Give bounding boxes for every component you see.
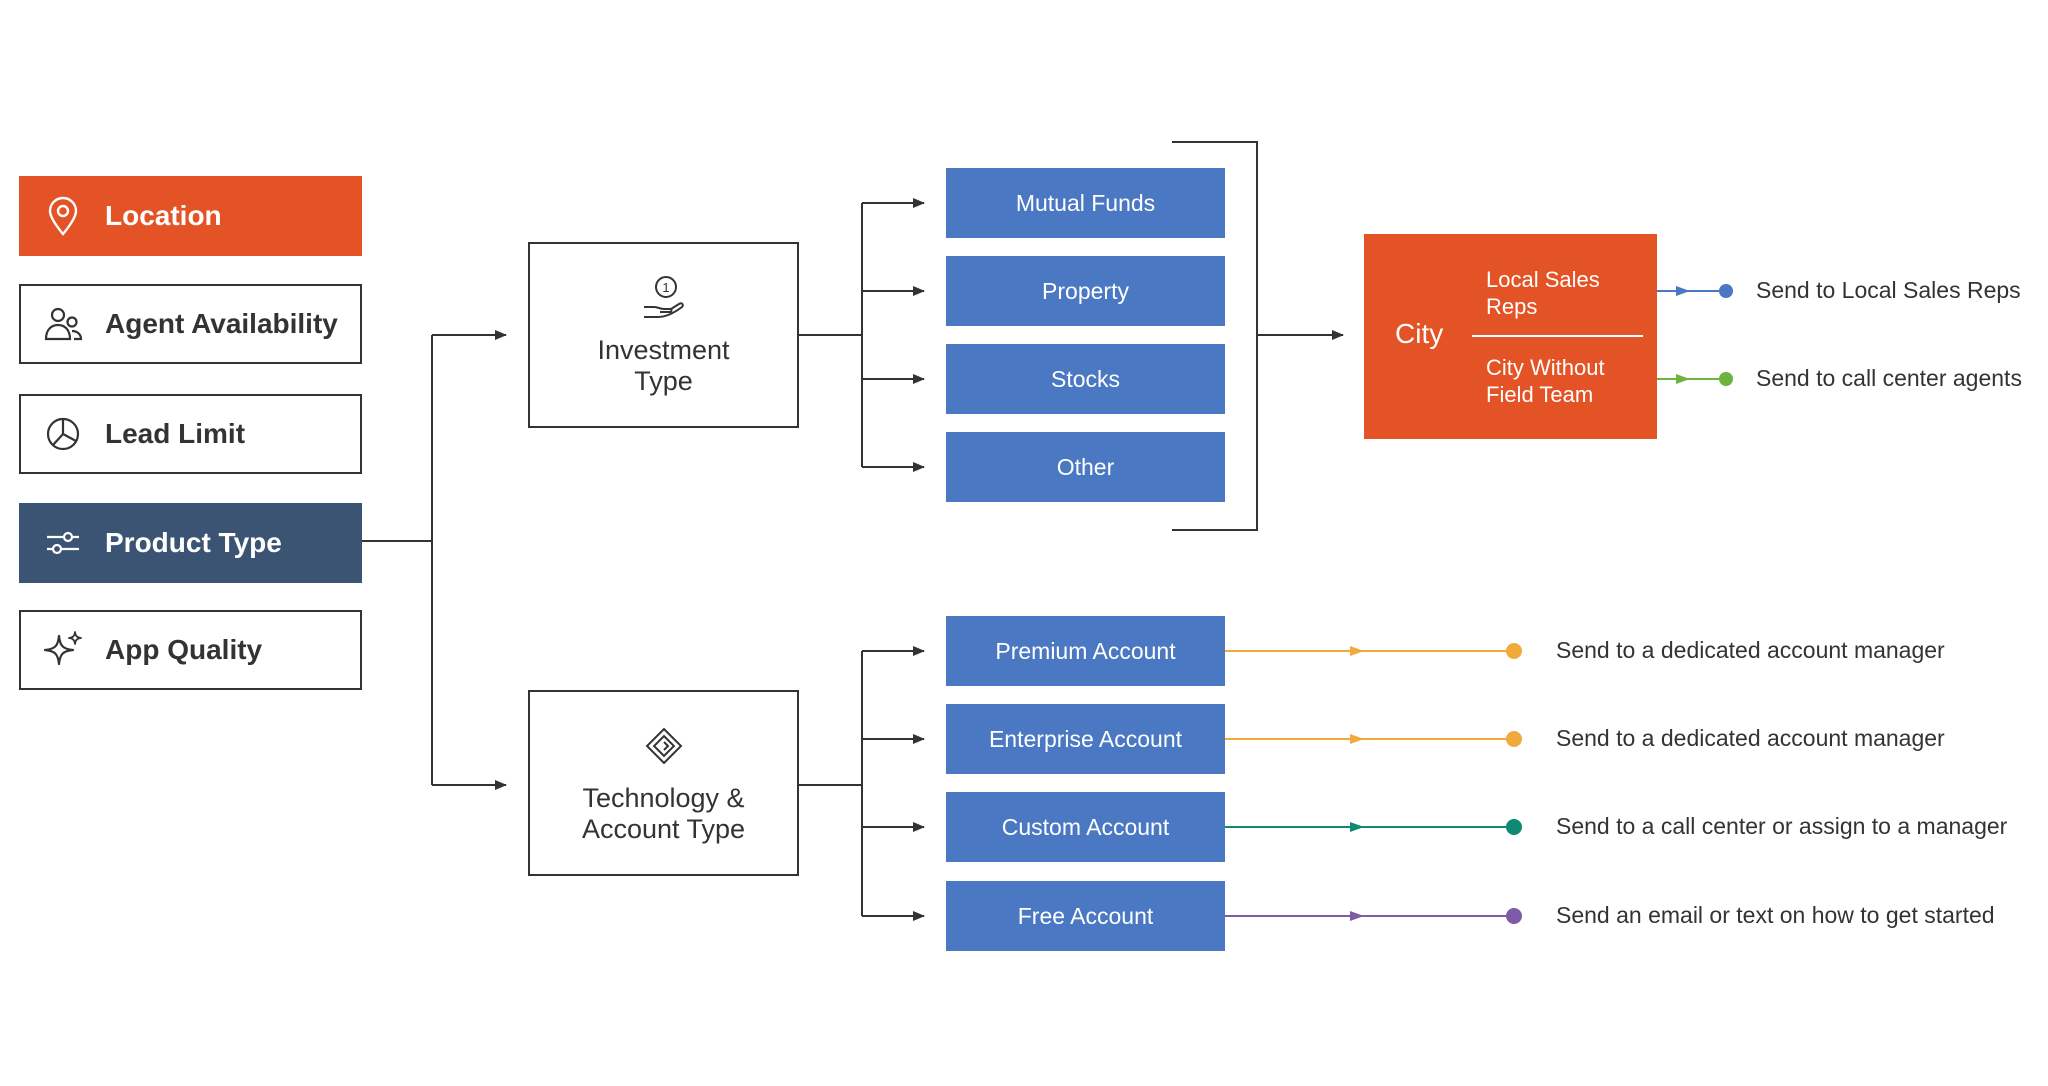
category-mutual-funds[interactable]: Mutual Funds	[946, 168, 1225, 238]
city-option-no-field-team: City Without Field Team	[1486, 355, 1605, 407]
outcome-premium: Send to a dedicated account manager	[1556, 637, 1945, 663]
coin-hand-icon: 1	[643, 276, 684, 318]
city-option-local-sales-reps: Local Sales Reps	[1486, 267, 1600, 319]
city-divider	[1472, 335, 1643, 337]
outcome-call-center-agents: Send to call center agents	[1756, 365, 2022, 391]
users-icon	[44, 307, 83, 341]
sparkle-icon	[43, 631, 82, 666]
criteria-app-quality[interactable]: App Quality	[19, 610, 362, 690]
category-stocks[interactable]: Stocks	[946, 344, 1225, 414]
criteria-product-type[interactable]: Product Type	[19, 503, 362, 583]
type-label: Investment Type	[597, 335, 730, 396]
svg-text:1: 1	[662, 280, 669, 295]
category-free-account[interactable]: Free Account	[946, 881, 1225, 951]
diamond-chip-icon	[645, 727, 682, 765]
criteria-label: Location	[105, 200, 222, 231]
city-box[interactable]: City Local Sales Reps City Without Field…	[1364, 234, 1657, 439]
outcome-enterprise: Send to a dedicated account manager	[1556, 725, 1945, 751]
category-other[interactable]: Other	[946, 432, 1225, 502]
outcome-custom: Send to a call center or assign to a man…	[1556, 813, 2008, 839]
criteria-location[interactable]: Location	[19, 176, 362, 256]
category-enterprise-account[interactable]: Enterprise Account	[946, 704, 1225, 774]
criteria-label: App Quality	[105, 634, 263, 665]
criteria-label: Agent Availability	[105, 308, 338, 339]
category-property[interactable]: Property	[946, 256, 1225, 326]
criteria-label: Lead Limit	[105, 418, 246, 449]
type-label: Technology & Account Type	[581, 783, 746, 844]
outcome-free: Send an email or text on how to get star…	[1556, 902, 1995, 928]
map-pin-icon	[48, 196, 78, 236]
investment-type-box[interactable]: 1 Investment Type	[528, 242, 799, 428]
sliders-icon	[47, 531, 79, 555]
pie-chart-icon	[46, 417, 80, 451]
technology-type-box[interactable]: Technology & Account Type	[528, 690, 799, 876]
criteria-agent-availability[interactable]: Agent Availability	[19, 284, 362, 364]
category-custom-account[interactable]: Custom Account	[946, 792, 1225, 862]
criteria-label: Product Type	[105, 527, 282, 558]
city-label: City	[1395, 318, 1444, 349]
outcome-local-sales-reps: Send to Local Sales Reps	[1756, 277, 2021, 303]
criteria-lead-limit[interactable]: Lead Limit	[19, 394, 362, 474]
category-premium-account[interactable]: Premium Account	[946, 616, 1225, 686]
